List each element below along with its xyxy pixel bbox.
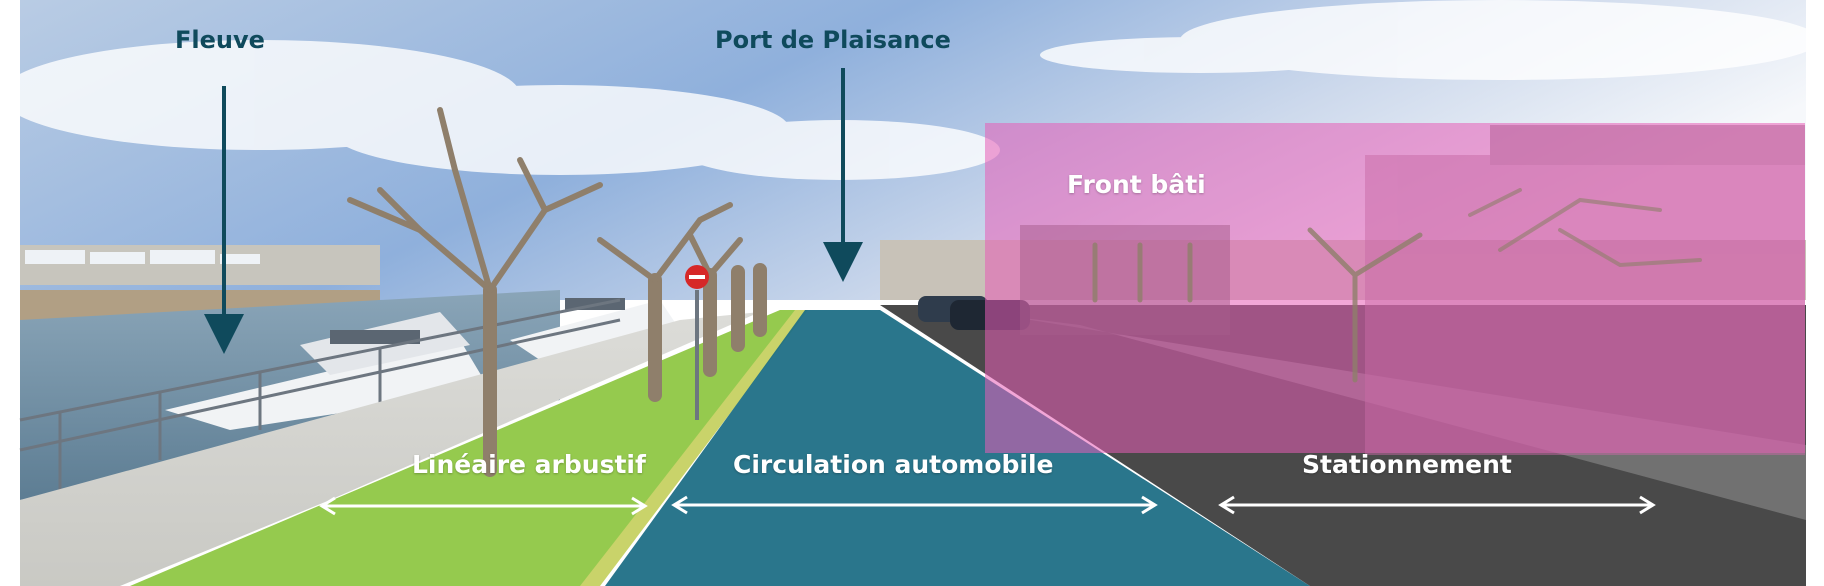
label-front-bati: Front bâti	[1067, 170, 1206, 199]
no-entry-sign-icon	[685, 265, 709, 420]
right-margin	[1806, 0, 1824, 586]
railing	[19, 298, 621, 490]
building	[1020, 125, 1805, 455]
left-margin	[0, 0, 20, 586]
circulation-width-arrow	[671, 495, 1158, 515]
label-stationnement: Stationnement	[1302, 450, 1512, 479]
label-fleuve: Fleuve	[175, 26, 265, 54]
road-overlay	[605, 310, 1310, 586]
label-port-de-plaisance: Port de Plaisance	[715, 26, 951, 54]
moored-boats-far	[25, 250, 260, 264]
shrub-strip-overlay	[130, 310, 800, 586]
label-lineaire-arbustif: Linéaire arbustif	[412, 450, 646, 479]
label-circulation-automobile: Circulation automobile	[733, 450, 1054, 479]
stationnement-width-arrow	[1218, 495, 1656, 515]
clouds	[0, 0, 1820, 180]
boat	[165, 312, 490, 430]
plane-trees	[347, 107, 1702, 477]
walkway	[20, 312, 760, 586]
lineaire-width-arrow	[319, 496, 648, 516]
curb	[580, 310, 808, 586]
